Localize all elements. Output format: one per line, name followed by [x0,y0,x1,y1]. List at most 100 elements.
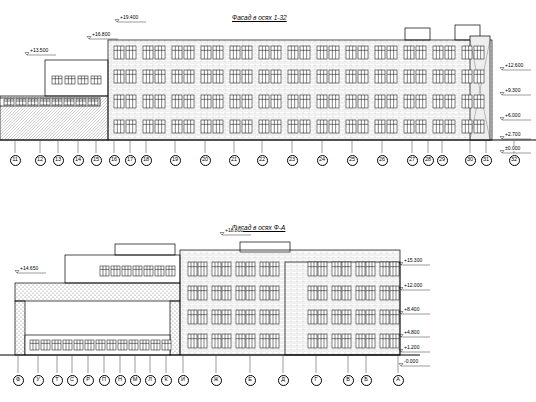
axis-line [352,141,353,153]
window [270,334,279,348]
axis-bubble: Р [83,375,94,386]
window-mullion [358,120,368,133]
window-mullion [300,46,310,59]
axis-line [104,356,105,373]
level-mark: +19.400 [120,15,138,20]
window-mullion [404,120,414,133]
axis-number: С [70,377,74,383]
window [288,95,298,108]
window-mullion [380,334,389,348]
window [4,99,14,105]
window-mullion [28,99,38,105]
window-mullion [242,120,252,133]
window [390,334,399,348]
window [230,46,240,59]
window [346,70,356,83]
window-mullion [356,310,365,324]
axis-number: 14 [75,157,81,163]
window [346,46,356,59]
window-mullion [236,310,245,324]
window-mullion [172,95,182,108]
window [433,70,443,83]
window [308,310,317,324]
window [188,334,197,348]
window-mullion [375,46,385,59]
window [375,46,385,59]
window [222,262,231,276]
window [100,266,109,276]
window-mullion [213,46,223,59]
window [222,310,231,324]
window-mullion [151,340,160,350]
window-mullion [300,70,310,83]
window [242,70,252,83]
axis-line [88,356,89,373]
window [259,70,269,83]
window [366,310,375,324]
window [317,120,327,133]
window [445,70,455,83]
window [111,266,120,276]
window [184,95,194,108]
window-mullion [416,120,426,133]
window [380,310,389,324]
window [300,95,310,108]
window [433,46,443,59]
window [40,99,50,105]
window [356,286,365,300]
window [52,340,61,350]
window [114,70,124,83]
level-mark: +12.000 [404,283,422,288]
window-mullion [52,340,61,350]
window [212,286,221,300]
axis-bubble: Ф [13,375,24,386]
window-mullion [52,76,62,84]
axis-bubble: У [33,375,44,386]
window-mullion [317,46,327,59]
window-mullion [366,286,375,300]
window [259,46,269,59]
axis-bubble: 23 [287,155,298,166]
window [300,70,310,83]
axis-bubble: Н [115,375,126,386]
window [317,95,327,108]
window-mullion [375,120,385,133]
axis-number: Л [148,377,152,383]
axis-bubble: 32 [509,155,520,166]
level-mark: +8.400 [404,307,419,312]
window [184,70,194,83]
window-mullion [329,46,339,59]
window-mullion [236,286,245,300]
window-mullion [288,70,298,83]
window [212,310,221,324]
window [172,95,182,108]
window-mullion [41,340,50,350]
window-mullion [433,120,443,133]
window [329,120,339,133]
axis-bubble: 20 [200,155,211,166]
axis-bubble: Т [52,375,63,386]
window [212,334,221,348]
axis-number: Е [248,377,252,383]
window [201,120,211,133]
window-mullion [236,334,245,348]
window [28,99,38,105]
window [246,334,255,348]
window [342,286,351,300]
window [474,95,484,108]
window [188,286,197,300]
axis-line [382,141,383,153]
axis-bubble: 12 [35,155,46,166]
axis-number: 20 [202,157,208,163]
level-mark: +13.500 [30,48,48,53]
axis-line [78,141,79,153]
window [96,340,105,350]
window-mullion [308,286,317,300]
window-mullion [342,286,351,300]
window-mullion [445,95,455,108]
axis-bubble: 16 [109,155,120,166]
window [380,262,389,276]
level-mark: +18.800 [225,228,243,233]
window-mullion [404,95,414,108]
window-mullion [332,334,341,348]
